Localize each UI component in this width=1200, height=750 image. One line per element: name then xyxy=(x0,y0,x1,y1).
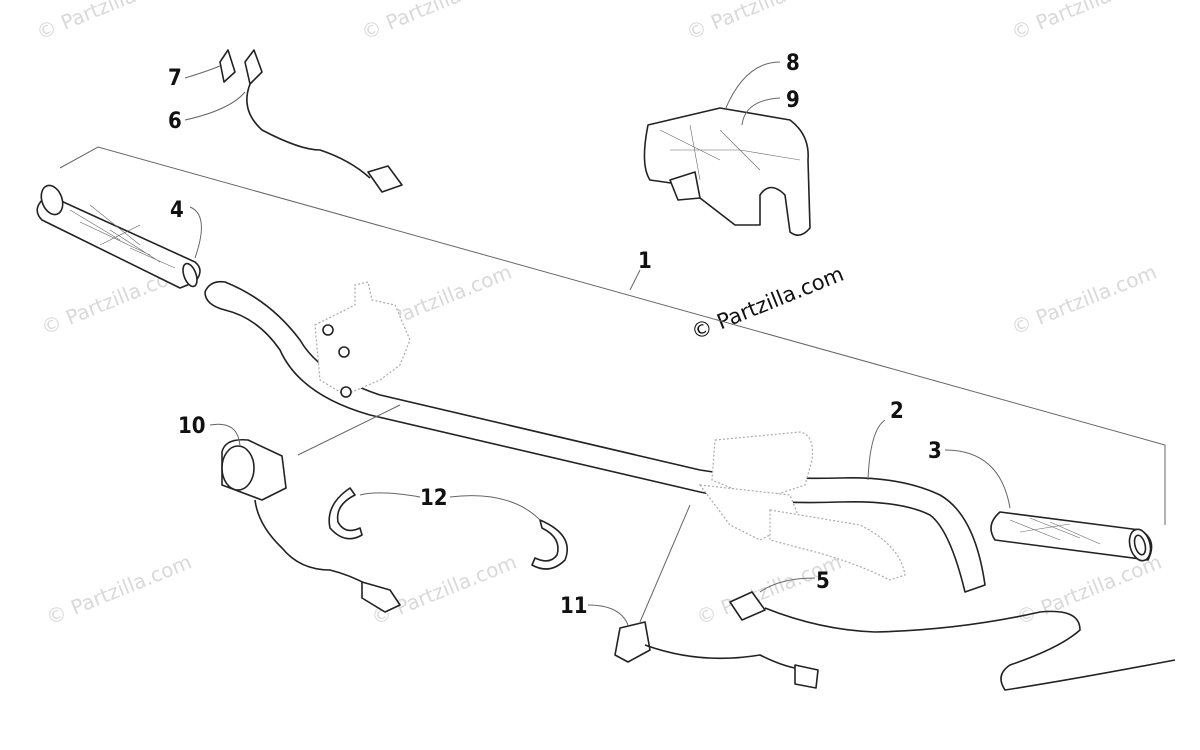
part-handlebar-pad xyxy=(643,107,811,236)
part-wire-harness xyxy=(729,591,1176,691)
part-left-control-housing xyxy=(314,281,411,398)
callout-1: 1 xyxy=(638,249,652,274)
assembly-bracket xyxy=(59,146,1166,525)
callout-9: 9 xyxy=(786,88,800,113)
callout-3: 3 xyxy=(928,439,942,464)
callout-7: 7 xyxy=(168,66,182,91)
watermark: © Partzilla.com xyxy=(43,550,195,630)
callout-labels: 1 2 3 4 5 6 7 8 9 10 11 12 xyxy=(168,51,942,619)
callout-4: 4 xyxy=(170,198,184,223)
watermark: © Partzilla.com xyxy=(1008,260,1160,340)
leader-lines xyxy=(184,61,1011,626)
part-switch-assembly xyxy=(614,621,819,689)
callout-2: 2 xyxy=(890,399,904,424)
part-heated-grip-wire xyxy=(219,49,403,193)
callout-10: 10 xyxy=(178,414,206,439)
callout-8: 8 xyxy=(786,51,800,76)
part-handlebar xyxy=(204,280,986,593)
watermark: © Partzilla.com xyxy=(683,0,835,45)
callout-6: 6 xyxy=(168,109,182,134)
callout-5: 5 xyxy=(816,569,830,594)
watermark: © Partzilla.com xyxy=(358,0,510,45)
watermark: © Partzilla.com xyxy=(33,0,185,45)
callout-12: 12 xyxy=(420,486,448,511)
part-grip-right xyxy=(990,511,1153,562)
copyright-text: © Partzilla.com xyxy=(688,262,847,345)
part-brake-master-cylinder xyxy=(698,431,906,581)
watermark: © Partzilla.com xyxy=(1008,0,1160,45)
watermark: © Partzilla.com xyxy=(1013,550,1165,630)
part-hand-warmer-switch xyxy=(221,438,401,613)
part-clamp-rings xyxy=(328,487,568,570)
callout-11: 11 xyxy=(560,594,588,619)
watermark: © Partzilla.com xyxy=(368,550,520,630)
part-grip-left xyxy=(36,184,201,289)
